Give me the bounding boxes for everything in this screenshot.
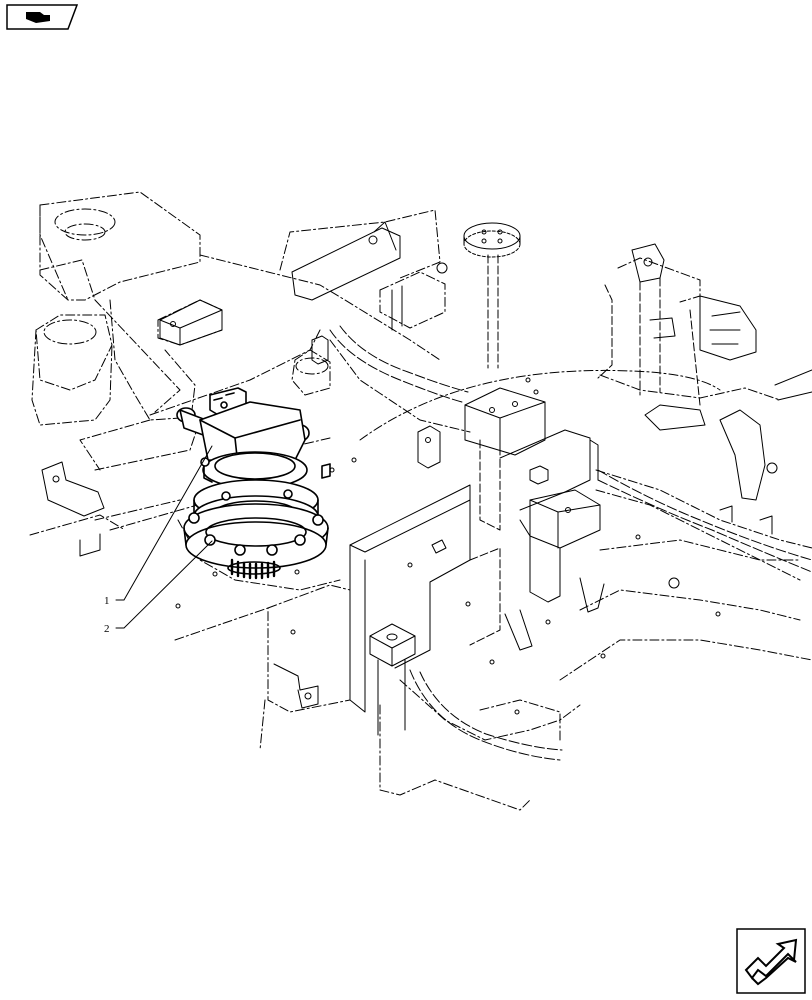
main-frame-body — [349, 387, 601, 713]
right-rail-assembly — [597, 243, 812, 501]
lower-frame-phantom — [174, 469, 812, 811]
swing-motor-assembly — [176, 387, 331, 580]
lower-post-block — [369, 623, 416, 736]
prev-page-tab-icon — [6, 4, 79, 30]
turntable-frame — [94, 369, 721, 591]
prev-page-tab[interactable] — [6, 4, 79, 30]
bolt-holes — [175, 377, 721, 715]
callout-leaders — [115, 445, 213, 629]
boom-bracket — [31, 191, 223, 471]
hydraulic-hoses — [329, 325, 812, 761]
upper-bracket — [291, 221, 448, 331]
mounting-blocks — [159, 299, 441, 469]
support-post — [463, 222, 521, 369]
next-page-button[interactable] — [736, 928, 806, 994]
next-page-arrow-icon — [736, 928, 806, 994]
small-brackets — [41, 461, 773, 709]
